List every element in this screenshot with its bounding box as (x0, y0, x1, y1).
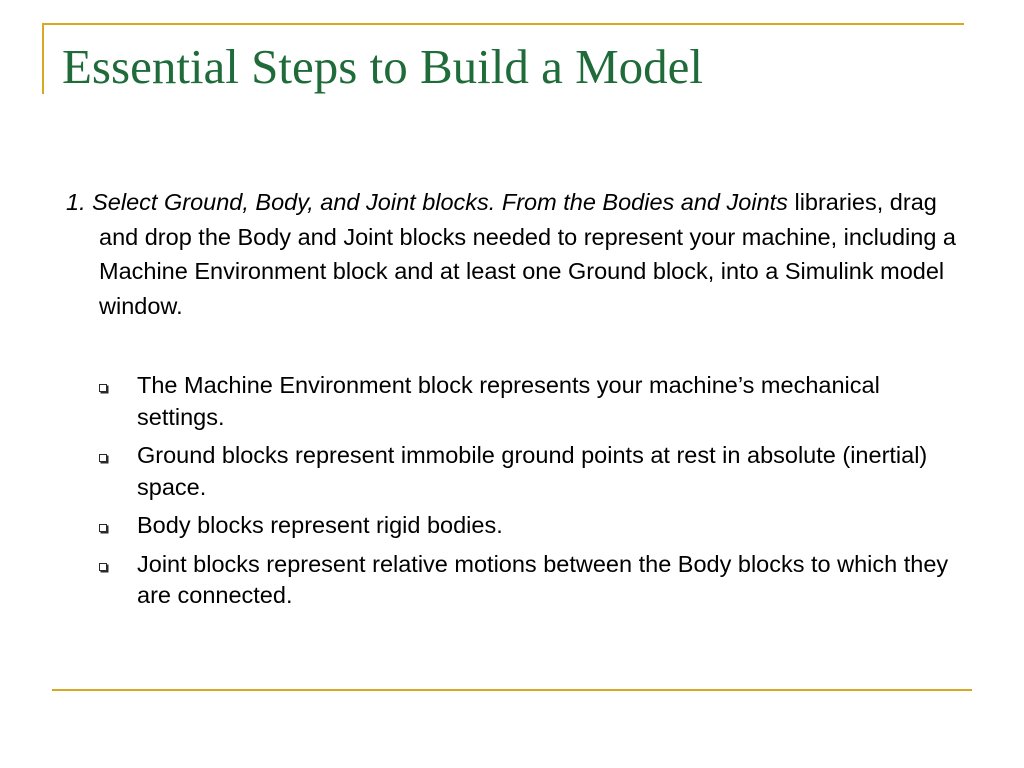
slide-title: Essential Steps to Build a Model (62, 39, 704, 94)
step-text: 1. Select Ground, Body, and Joint blocks… (66, 185, 956, 323)
square-bullet-icon (99, 524, 107, 532)
bullet-text: The Machine Environment block represents… (137, 372, 880, 430)
bullet-text: Ground blocks represent immobile ground … (137, 442, 928, 500)
step-rest-text: libraries, drag and drop the Body and Jo… (99, 189, 957, 319)
list-item: Joint blocks represent relative motions … (98, 549, 968, 612)
frame-left-line (42, 23, 44, 94)
bullet-text: Body blocks represent rigid bodies. (137, 512, 503, 538)
frame-top-line (42, 23, 964, 25)
bullet-text: Joint blocks represent relative motions … (137, 550, 949, 609)
frame-bottom-line (52, 689, 972, 691)
bullet-list: The Machine Environment block represents… (98, 370, 968, 619)
step-lead-text: 1. Select Ground, Body, and Joint blocks… (66, 189, 788, 215)
square-bullet-icon (99, 454, 107, 462)
square-bullet-icon (99, 562, 107, 571)
square-bullet-icon (99, 384, 107, 392)
list-item: The Machine Environment block represents… (98, 370, 968, 433)
list-item: Ground blocks represent immobile ground … (98, 440, 968, 503)
step-paragraph: 1. Select Ground, Body, and Joint blocks… (66, 185, 956, 323)
list-item: Body blocks represent rigid bodies. (98, 510, 968, 542)
